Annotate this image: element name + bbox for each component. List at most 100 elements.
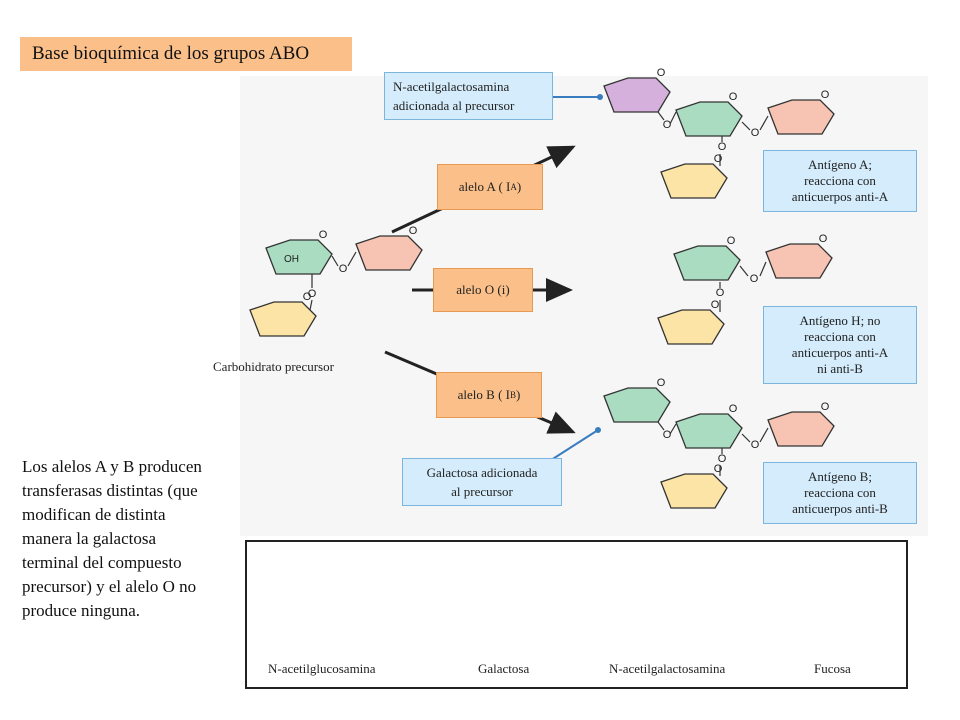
antigen-a-line1: Antígeno A; xyxy=(808,157,872,172)
antigen-b-box: Antígeno B; reacciona con anticuerpos an… xyxy=(763,462,917,524)
antigen-a-galnac-ring-oxygen-label: O xyxy=(657,67,666,79)
antigen-b-galactose-ring: O xyxy=(603,377,671,423)
antigen-b-glcnac-ring-oxygen-label: O xyxy=(821,401,830,413)
allele-b-text: alelo B ( I xyxy=(457,387,510,402)
antigen-b-galactose2-ring: O xyxy=(675,403,743,449)
precursor-bond-4 xyxy=(309,299,313,311)
molecule-name-3: Fucosa xyxy=(814,661,851,676)
antigen-h-galactose-ring: O xyxy=(673,235,741,281)
antigen-a-line3: anticuerpos anti-A xyxy=(791,189,889,204)
callout-galactose: Galactosa adicionada al precursor xyxy=(402,458,562,506)
antigen-b-fucose-ring-oxygen-label: O xyxy=(714,463,723,475)
callout-gal-line1: Galactosa adicionada xyxy=(426,464,538,480)
antigen-h-fucose-ring: O xyxy=(657,299,725,345)
antigen-a-fucose-ring: O xyxy=(660,153,728,199)
antigen-a-galactose-ring-oxygen-label: O xyxy=(729,91,738,103)
precursor-fucose-ring-oxygen-label: O xyxy=(303,291,312,303)
antigen-b-line3: anticuerpos anti-B xyxy=(792,501,888,516)
antigen-b-bond-o-2: O xyxy=(751,439,760,451)
antigen-a-glcnac-ring-oxygen-label: O xyxy=(821,89,830,101)
antigen-b-galactose-ring-oxygen-label: O xyxy=(657,377,666,389)
callout-nacetylgalactosamine: N-acetilgalactosamina adicionada al prec… xyxy=(384,72,553,120)
antigen-b-bond-o-1: O xyxy=(663,429,672,441)
antigen-h-bond-o-2: O xyxy=(716,287,725,299)
precursor-glcnac-ring: O xyxy=(355,225,423,271)
antigen-b-galactose-ring-shape xyxy=(603,387,671,423)
antigen-h-galactose-ring-shape xyxy=(673,245,741,281)
allele-a-text: alelo A ( I xyxy=(458,179,511,194)
precursor-galactose-ring-shape xyxy=(265,239,333,275)
antigen-h-galactose-ring-oxygen-label: O xyxy=(727,235,736,247)
antigen-h-line1: Antígeno H; no xyxy=(799,313,881,328)
antigen-b-bond-1 xyxy=(657,421,665,431)
precursor-galactose-ring-oh-label: OH xyxy=(284,254,299,265)
antigen-b-line1: Antígeno B; xyxy=(808,469,872,484)
antigen-b-galactose2-ring-shape xyxy=(675,413,743,449)
molecule-name-1: Galactosa xyxy=(478,661,530,676)
antigen-b-bond-o-3: O xyxy=(718,453,727,465)
antigen-b-fucose-ring-shape xyxy=(660,473,728,509)
antigen-b-bond-3 xyxy=(741,433,751,443)
monosaccharide-legend-box xyxy=(245,540,908,689)
antigen-b-galactose2-ring-oxygen-label: O xyxy=(729,403,738,415)
precursor-bond-2 xyxy=(347,251,357,267)
precursor-bond-o-1: O xyxy=(339,263,348,275)
antigen-a-galnac-ring: O xyxy=(603,67,671,113)
antigen-h-fucose-ring-oxygen-label: O xyxy=(711,299,720,311)
antigen-a-galnac-ring-shape xyxy=(603,77,671,113)
antigen-a-box: Antígeno A; reacciona con anticuerpos an… xyxy=(763,150,917,212)
callout-gal-line2: al precursor xyxy=(451,483,513,499)
antigen-a-bond-4 xyxy=(759,115,769,131)
allele-b-close: ) xyxy=(516,387,521,402)
antigen-a-glcnac-ring: O xyxy=(767,89,835,135)
antigen-a-line2: reacciona con xyxy=(804,173,876,188)
antigen-b-glcnac-ring-shape xyxy=(767,411,835,447)
antigen-b-glcnac-ring: O xyxy=(767,401,835,447)
precursor-fucose-ring-shape xyxy=(249,301,317,337)
allele-a-sup: A xyxy=(510,182,517,192)
precursor-fucose-ring: O xyxy=(249,291,317,337)
antigen-a-galactose-ring: O xyxy=(675,91,743,137)
antigen-a-glcnac-ring-shape xyxy=(767,99,835,135)
precursor-bond-1 xyxy=(331,255,339,267)
antigen-h-glcnac-ring: O xyxy=(765,233,833,279)
antigen-h-line4: ni anti-B xyxy=(817,361,863,376)
precursor-galactose-ring-oxygen-label: O xyxy=(319,229,328,241)
antigen-a-bond-2 xyxy=(669,111,677,125)
callout-nacetyl-line2: adicionada al precursor xyxy=(393,98,515,113)
antigen-b-fucose-ring: O xyxy=(660,463,728,509)
allele-o-box: alelo O (i) xyxy=(433,268,533,312)
callout-nacetyl-line1: N-acetilgalactosamina xyxy=(393,79,510,94)
antigen-h-bond-1 xyxy=(739,265,749,277)
precursor-bond-o-2: O xyxy=(308,288,317,300)
precursor-glcnac-ring-oxygen-label: O xyxy=(409,225,418,237)
antigen-h-fucose-ring-shape xyxy=(657,309,725,345)
precursor-glcnac-ring-shape xyxy=(355,235,423,271)
antigen-h-line3: anticuerpos anti-A xyxy=(791,345,889,360)
antigen-a-galactose-ring-shape xyxy=(675,101,743,137)
antigen-h-box: Antígeno H; no reacciona con anticuerpos… xyxy=(763,306,917,384)
antigen-h-glcnac-ring-shape xyxy=(765,243,833,279)
page-title: Base bioquímica de los grupos ABO xyxy=(20,37,352,71)
antigen-a-bond-o-2: O xyxy=(751,127,760,139)
antigen-a-bond-o-1: O xyxy=(663,119,672,131)
antigen-a-bond-3 xyxy=(741,121,751,131)
allele-o-text: alelo O (i) xyxy=(456,282,510,297)
pointer-galactose-dot xyxy=(595,427,601,433)
pointer-nacetyl-dot xyxy=(597,94,603,100)
antigen-b-line2: reacciona con xyxy=(804,485,876,500)
antigen-b-bond-4 xyxy=(759,427,769,443)
antigen-h-bond-2 xyxy=(759,261,767,277)
explanation-text: Los alelos A y B producen transferasas d… xyxy=(22,457,202,620)
antigen-a-fucose-ring-shape xyxy=(660,163,728,199)
molecule-name-0: N-acetilglucosamina xyxy=(268,661,376,676)
antigen-a-bond-1 xyxy=(657,111,665,121)
antigen-a-fucose-ring-oxygen-label: O xyxy=(714,153,723,165)
allele-b-sup: B xyxy=(509,390,516,400)
pointer-galactose xyxy=(547,429,599,463)
allele-a-close: ) xyxy=(516,179,522,194)
molecule-name-2: N-acetilgalactosamina xyxy=(609,661,726,676)
antigen-a-bond-o-3: O xyxy=(718,141,727,153)
